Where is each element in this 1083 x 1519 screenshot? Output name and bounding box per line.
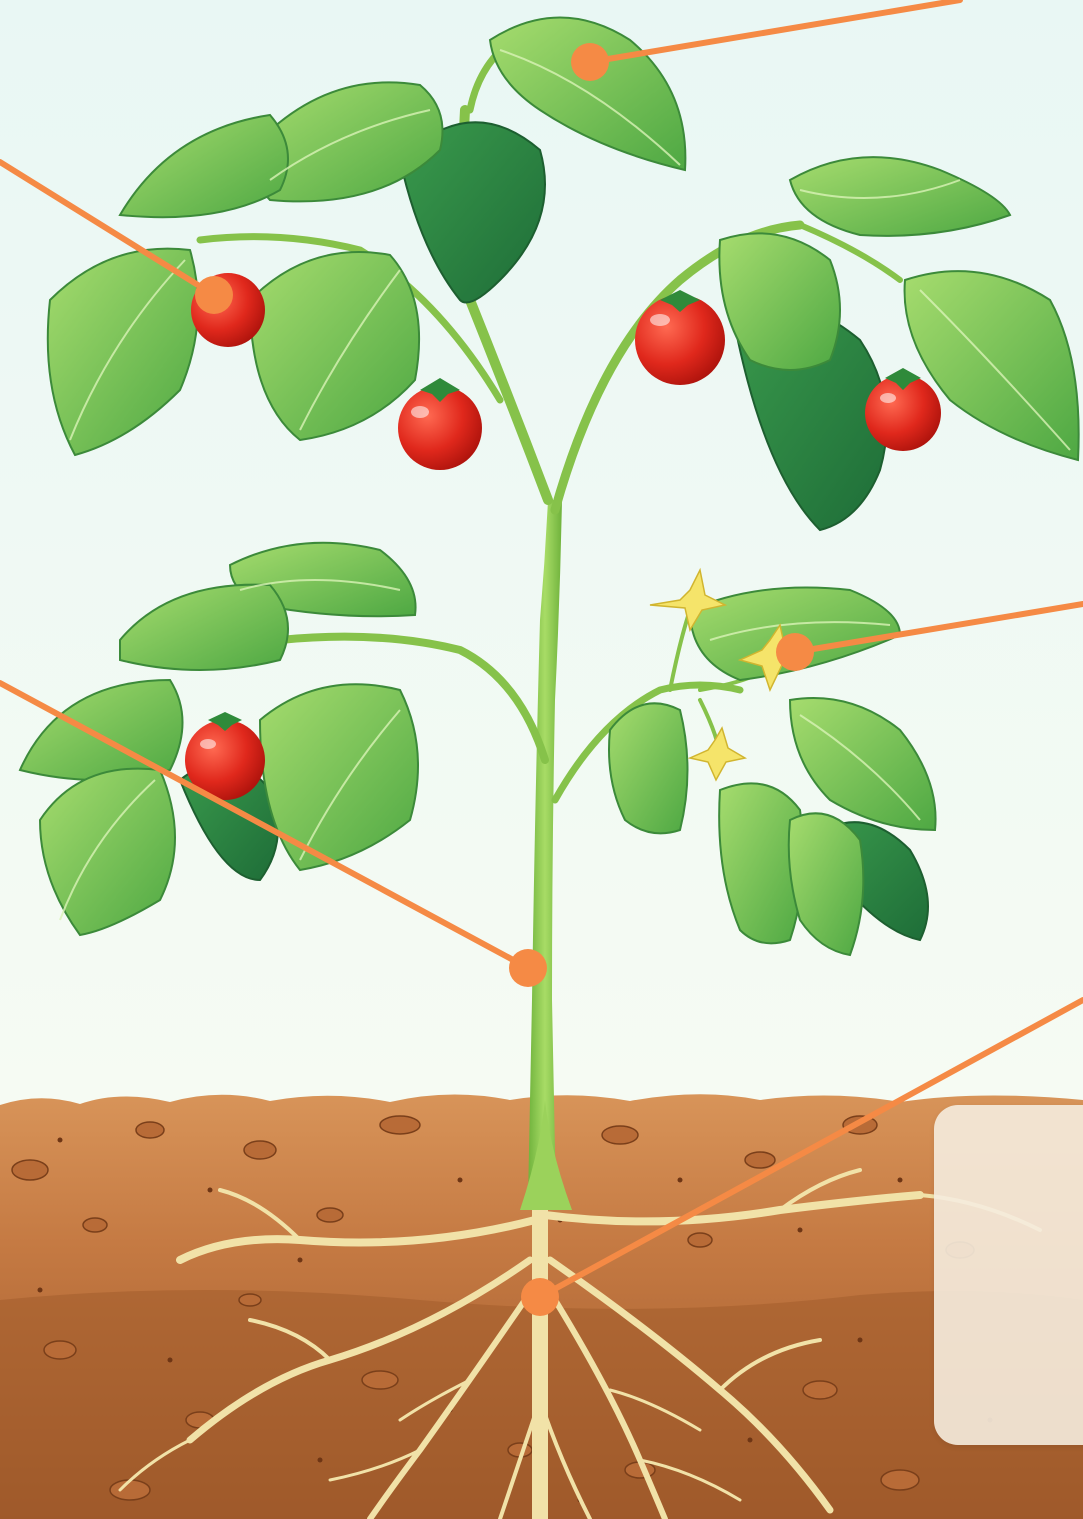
leaf-marker: [571, 43, 609, 81]
root-marker: [521, 1278, 559, 1316]
stem-marker: [509, 949, 547, 987]
root-label-card: [934, 1105, 1083, 1445]
flower-marker: [776, 633, 814, 671]
fruit-marker: [195, 276, 233, 314]
